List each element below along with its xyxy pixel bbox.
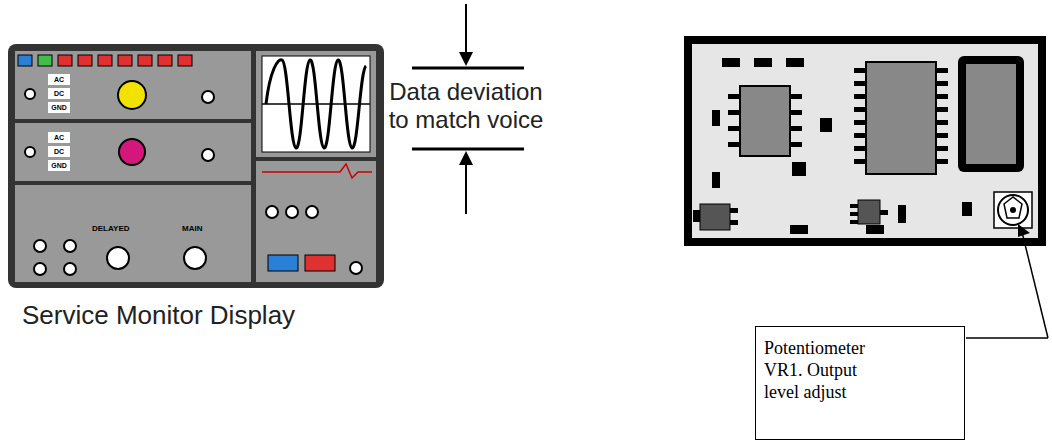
potentiometer bbox=[994, 192, 1032, 228]
monitor-body bbox=[8, 44, 384, 288]
control-label: DC bbox=[48, 88, 70, 99]
caption-label: Service Monitor Display bbox=[22, 300, 295, 331]
control-label: DELAYED bbox=[92, 224, 130, 233]
channel-panel bbox=[15, 123, 251, 181]
volts-knob bbox=[118, 81, 146, 109]
control-label: MAIN bbox=[182, 224, 202, 233]
control-label: AC bbox=[48, 74, 70, 85]
control-label: GND bbox=[48, 102, 70, 113]
sine-trace bbox=[266, 60, 366, 148]
callout-box: Potentiometer VR1. Output level adjust bbox=[755, 326, 965, 440]
scope-screen bbox=[262, 56, 370, 152]
ic-chip bbox=[740, 86, 790, 156]
timebase-panel bbox=[15, 185, 251, 282]
circuit-board bbox=[688, 40, 1042, 242]
caption-label: Data deviation to match voice bbox=[376, 78, 556, 134]
channel-panel bbox=[15, 51, 251, 119]
ic-chip bbox=[866, 62, 936, 174]
control-label: GND bbox=[48, 160, 70, 171]
control-panel bbox=[256, 161, 376, 282]
volts-knob bbox=[119, 139, 145, 165]
leader-line bbox=[966, 337, 1048, 339]
screen-bezel bbox=[256, 51, 376, 157]
control-label: AC bbox=[48, 132, 70, 143]
control-label: DC bbox=[48, 146, 70, 157]
callout-text: Potentiometer VR1. Output level adjust bbox=[764, 337, 896, 403]
